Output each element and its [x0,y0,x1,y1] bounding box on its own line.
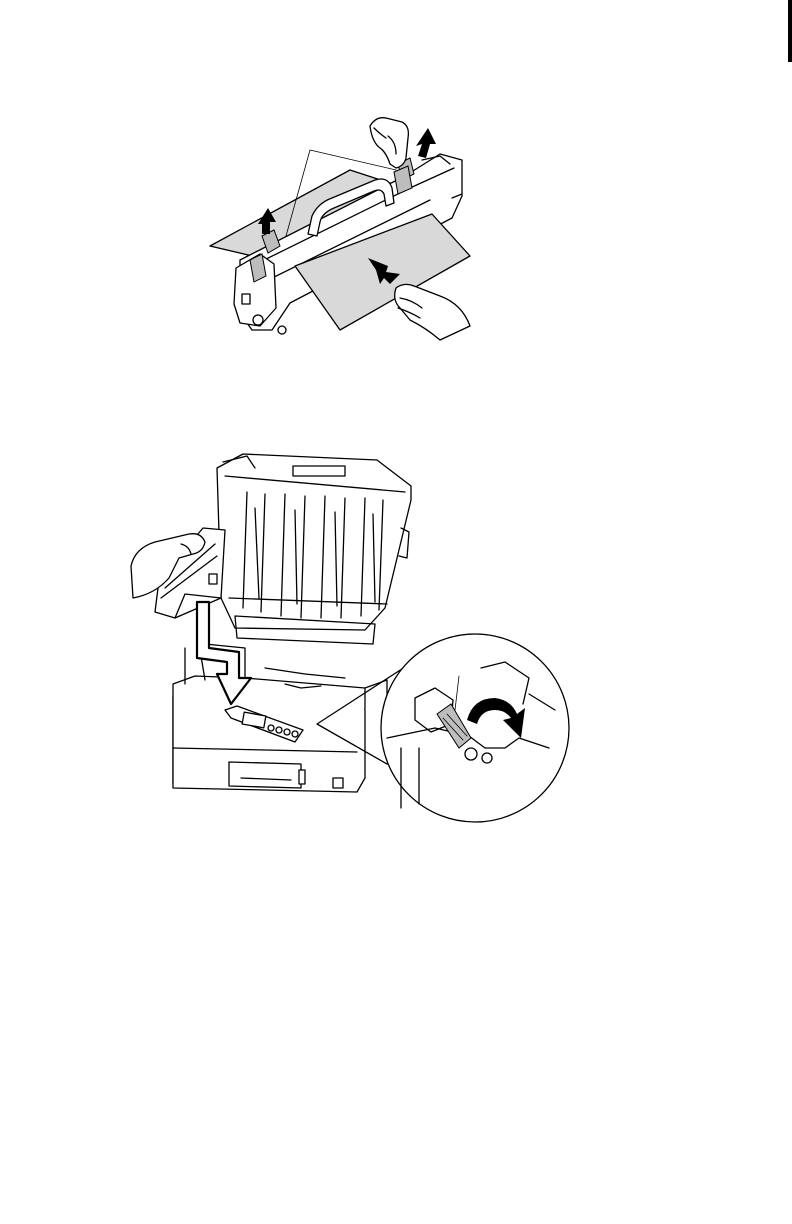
fuser-installation-svg [125,448,565,832]
lock-lever-detail-icon [381,634,569,822]
page-edge-marker [788,0,792,62]
fuser-paper-jam-svg [200,108,480,353]
callout-line-right [310,150,396,170]
fuser-paper-jam-illustration [200,108,480,353]
fuser-installation-illustration [125,448,565,832]
lever-up-arrow-right-icon [416,128,436,158]
printer-top-cover-icon [217,454,411,644]
hand-top-icon [370,118,408,168]
hand-bottom-icon [395,284,470,340]
printer-body-icon [173,644,387,792]
